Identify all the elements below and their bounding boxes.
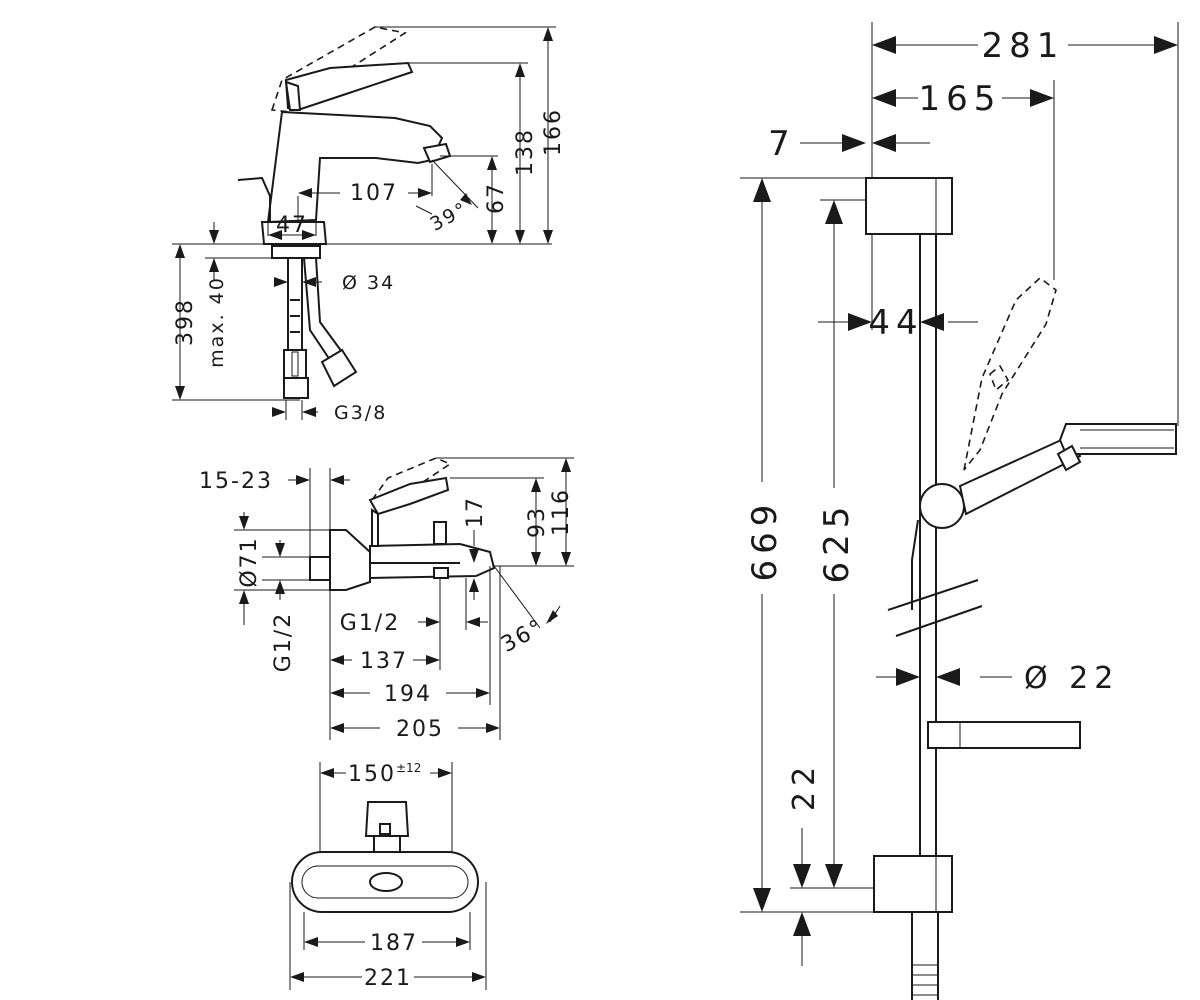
dim-47: 47 xyxy=(276,213,308,238)
dim-205: 205 xyxy=(396,717,444,742)
dim-g3-8: G3/8 xyxy=(334,402,387,424)
dim-diameter-22: Ø 22 xyxy=(1024,661,1119,696)
dim-diameter-71: Ø71 xyxy=(237,536,262,587)
dim-107: 107 xyxy=(350,181,398,206)
dim-150-tolerance: ±12 xyxy=(396,761,421,775)
dim-669: 669 xyxy=(745,499,785,582)
dim-138: 138 xyxy=(513,128,538,176)
dim-625: 625 xyxy=(817,501,857,584)
dim-221: 221 xyxy=(364,966,412,991)
dim-22: 22 xyxy=(787,761,822,811)
dim-g1-2-vertical: G1/2 xyxy=(271,612,296,672)
dim-15-23: 15-23 xyxy=(199,469,273,494)
wall-mixer-front-drawing: 150±12 187 221 xyxy=(289,761,487,991)
dim-67: 67 xyxy=(484,182,509,214)
shower-set-drawing: 281 165 7 669 625 44 Ø 22 22 xyxy=(740,22,1179,1000)
dim-137: 137 xyxy=(360,649,408,674)
dim-44: 44 xyxy=(868,303,923,343)
dim-max-40: max. 40 xyxy=(206,276,228,368)
dim-116: 116 xyxy=(549,488,574,536)
dim-7: 7 xyxy=(768,124,796,164)
dim-17: 17 xyxy=(463,496,488,528)
dim-93: 93 xyxy=(525,506,550,538)
dim-166: 166 xyxy=(541,108,566,156)
dim-281: 281 xyxy=(982,26,1065,66)
dim-165: 165 xyxy=(919,79,1002,119)
dim-g1-2-horizontal: G1/2 xyxy=(340,611,400,636)
dim-150: 150±12 xyxy=(348,761,421,787)
dim-194: 194 xyxy=(384,682,432,707)
dim-150-value: 150 xyxy=(348,762,396,787)
bath-mixer-drawing: 15-23 116 93 17 Ø71 G1/2 G1/2 36° 137 19… xyxy=(199,457,574,742)
dim-398: 398 xyxy=(173,298,198,346)
dim-36-degree: 36° xyxy=(497,615,548,658)
dim-187: 187 xyxy=(370,931,418,956)
dim-diameter-34: Ø 34 xyxy=(342,272,395,294)
basin-mixer-drawing: 166 138 67 107 39° 47 Ø 34 398 max. 40 G… xyxy=(172,26,566,424)
dim-39-degree: 39° xyxy=(426,198,471,236)
